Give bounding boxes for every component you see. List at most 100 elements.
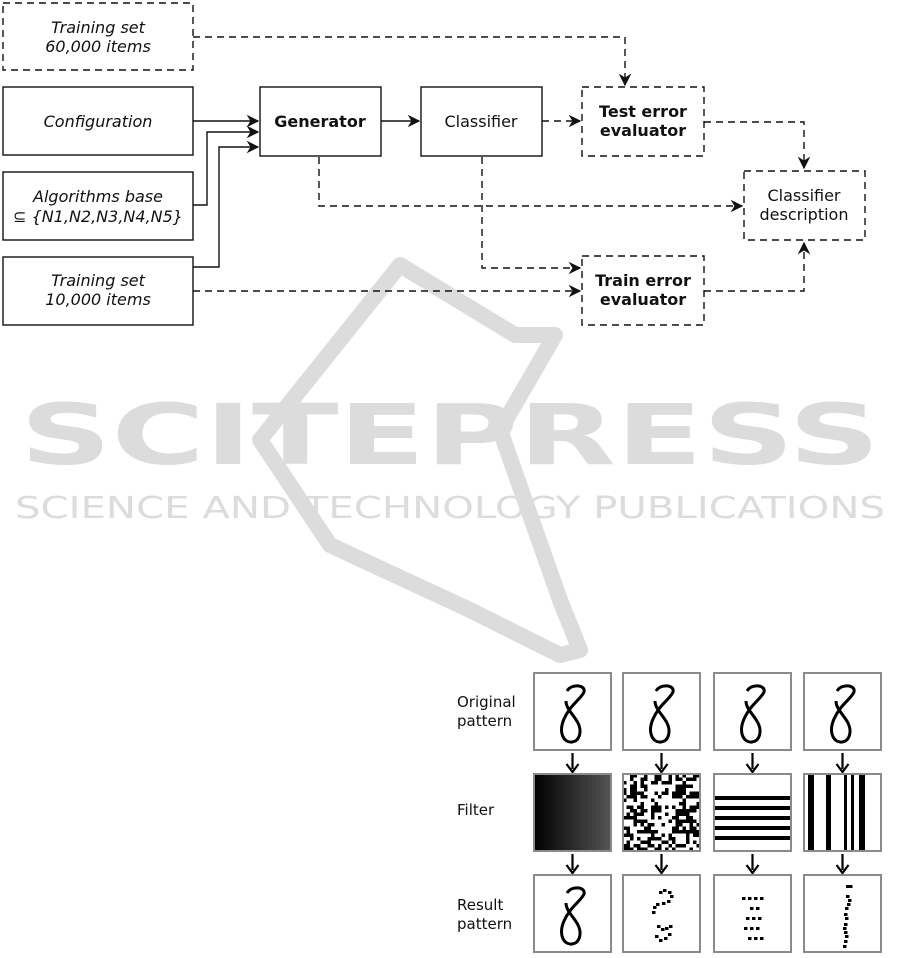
noise-pixel (669, 844, 673, 848)
noise-pixel (630, 788, 634, 792)
noise-pixel (658, 806, 662, 810)
result-pixel (846, 885, 850, 888)
result-pixel (844, 931, 848, 934)
classifier-description-line2: description (760, 205, 849, 224)
noise-pixel (655, 778, 659, 782)
noise-pixel (651, 823, 655, 827)
noise-pixel (641, 823, 645, 827)
noise-pixel (679, 844, 683, 848)
result-pixel (750, 907, 754, 910)
noise-pixel (651, 844, 655, 848)
result-pixel (845, 935, 849, 938)
noise-pixel (679, 785, 683, 789)
noise-pixel (690, 778, 694, 782)
noise-pixel (644, 809, 648, 813)
noise-pixel (637, 813, 641, 817)
noise-pixel (690, 830, 694, 834)
noise-pixel (683, 802, 687, 806)
noise-pixel (634, 823, 638, 827)
noise-pixel (693, 841, 697, 845)
training-set-10k-line1: Training set (51, 271, 146, 290)
noise-pixel (679, 823, 683, 827)
noise-pixel (693, 830, 697, 834)
noise-pixel (672, 841, 676, 845)
noise-pixel (683, 844, 687, 848)
noise-pixel (634, 785, 638, 789)
noise-pixel (634, 799, 638, 803)
noise-pixel (637, 792, 641, 796)
noise-pixel (641, 820, 645, 824)
noise-pixel (630, 837, 634, 841)
result-pixel (846, 895, 850, 898)
result-pixel (659, 939, 663, 942)
noise-pixel (693, 792, 697, 796)
noise-pixel (648, 844, 652, 848)
arrow-generator-to-description (319, 157, 742, 206)
noise-pixel (644, 795, 648, 799)
noise-pixel (658, 809, 662, 813)
noise-pixel (627, 834, 631, 838)
result-pixel (665, 927, 669, 930)
result-pixel (848, 899, 852, 902)
filter-noise (623, 774, 700, 851)
watermark-brand: SCITEPRESS (20, 386, 880, 484)
result-pixel (843, 927, 847, 930)
noise-pixel (644, 788, 648, 792)
result-pixel (659, 891, 663, 894)
noise-pixel (637, 830, 641, 834)
result-pixel (756, 927, 760, 930)
noise-pixel (658, 778, 662, 782)
noise-pixel (683, 792, 687, 796)
training-set-60k-line2: 60,000 items (45, 37, 151, 56)
algorithms-base-line1: Algorithms base (32, 187, 163, 206)
noise-pixel (676, 844, 680, 848)
noise-pixel (693, 778, 697, 782)
result-pixel (845, 907, 849, 910)
arrow-test-evaluator-to-description (704, 122, 804, 168)
train-error-evaluator-line1: Train error (595, 271, 691, 290)
noise-pixel (662, 834, 666, 838)
noise-pixel (676, 823, 680, 827)
generator-box: Generator (260, 87, 381, 156)
noise-pixel (669, 837, 673, 841)
result-pixel (844, 940, 848, 943)
noise-pixel (641, 841, 645, 845)
watermark-tagline: SCIENCE AND TECHNOLOGY PUBLICATIONS (15, 491, 885, 526)
arrow-train-evaluator-to-description (704, 243, 804, 291)
noise-pixel (658, 795, 662, 799)
result-frame (534, 875, 611, 952)
noise-pixel (683, 827, 687, 831)
noise-pixel (679, 830, 683, 834)
noise-pixel (669, 820, 673, 824)
noise-pixel (679, 813, 683, 817)
result-pixel (844, 923, 848, 926)
arrow-trainset10k-to-generator (193, 147, 258, 267)
noise-pixel (686, 830, 690, 834)
noise-pixel (686, 778, 690, 782)
filter-column-gradient (534, 673, 611, 952)
noise-pixel (683, 806, 687, 810)
noise-pixel (644, 830, 648, 834)
noise-pixel (690, 806, 694, 810)
noise-pixel (683, 781, 687, 785)
result-pixel (662, 902, 666, 905)
noise-pixel (662, 823, 666, 827)
noise-pixel (648, 837, 652, 841)
configuration-label: Configuration (44, 112, 153, 131)
result-pattern-horizontal-stripes (714, 875, 791, 952)
filter-column-vertical-stripes (804, 673, 881, 952)
noise-pixel (630, 809, 634, 813)
noise-pixel (637, 844, 641, 848)
original-pattern-vertical-stripes (804, 673, 881, 750)
noise-pixel (676, 795, 680, 799)
result-pixel (656, 903, 660, 906)
result-pixel (758, 917, 762, 920)
noise-pixel (683, 813, 687, 817)
noise-pixel (672, 795, 676, 799)
noise-pixel (651, 799, 655, 803)
noise-pixel (679, 820, 683, 824)
noise-pixel (690, 827, 694, 831)
noise-pixel (683, 799, 687, 803)
noise-pixel (672, 816, 676, 820)
filter-column-noise (623, 673, 700, 952)
